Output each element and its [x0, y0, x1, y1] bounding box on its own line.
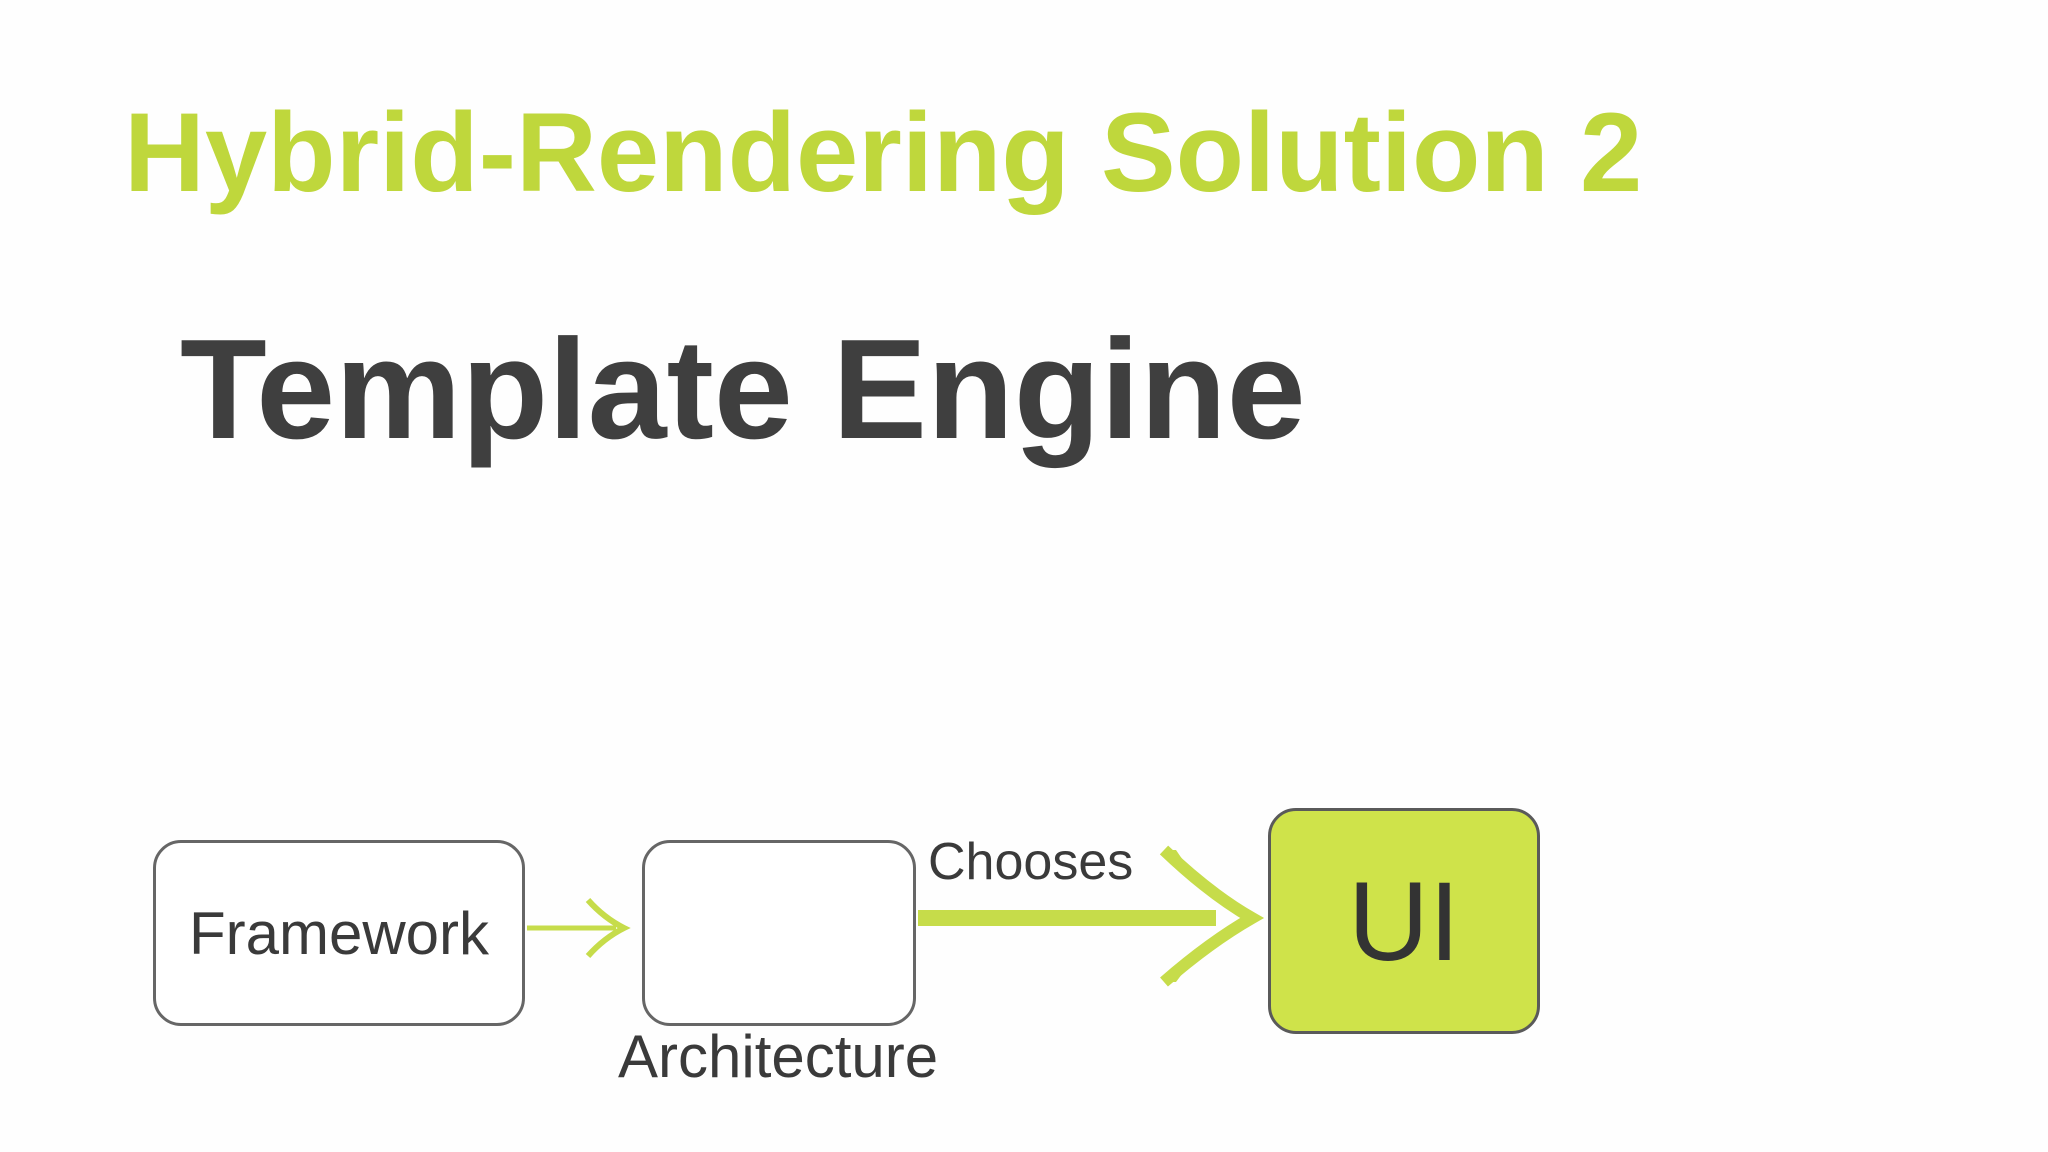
slide-title: Hybrid-Rendering Solution 2	[124, 90, 1643, 215]
framework-label: Framework	[188, 899, 490, 967]
ui-box: UI	[1268, 808, 1540, 1034]
architecture-label: Architecture	[618, 1023, 939, 1090]
slide-subtitle: Template Engine	[180, 310, 1306, 469]
architecture-box	[642, 840, 916, 1026]
ui-label: UI	[1348, 858, 1460, 984]
chooses-label: Chooses	[928, 833, 1134, 891]
framework-box: Framework	[153, 840, 525, 1026]
small-arrow	[527, 897, 631, 959]
